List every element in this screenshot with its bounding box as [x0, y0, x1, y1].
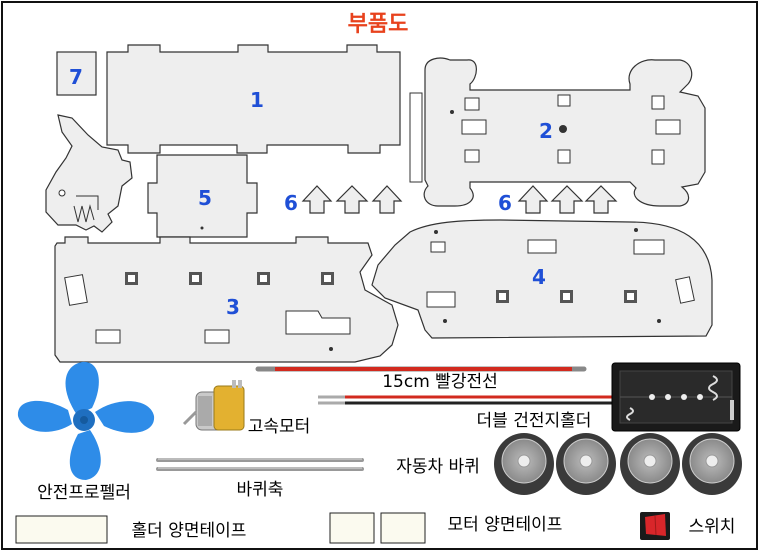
wheels-label: 자동차 바퀴: [396, 457, 480, 477]
switch-icon: [640, 512, 670, 540]
axle-label: 바퀴축: [237, 480, 284, 500]
part-number-1: 1: [250, 88, 264, 112]
motor-label: 고속모터: [248, 417, 311, 437]
part-number-7: 7: [69, 65, 83, 89]
part-4: 4: [371, 219, 713, 339]
part-number-3: 3: [226, 295, 240, 319]
part-1: 1: [106, 44, 401, 154]
motor-tape-label: 모터 양면테이프: [448, 515, 563, 535]
holder-wires: [318, 395, 612, 405]
part-number-4: 4: [532, 265, 546, 289]
switch-label: 스위치: [689, 517, 736, 537]
holder-label: 더블 건전지홀더: [477, 411, 592, 431]
axle-icon: [156, 458, 364, 471]
part-number-5: 5: [198, 186, 212, 210]
holder-tape: [15, 515, 108, 544]
red-wire: 15cm 빨강전선: [255, 366, 587, 392]
page-title: 부품도: [348, 12, 409, 37]
part-3: 3: [54, 236, 399, 363]
motor-tape: [329, 512, 426, 544]
motor-icon: [182, 380, 245, 431]
holder-tape-label: 홀더 양면테이프: [132, 521, 247, 541]
wire-label: 15cm 빨강전선: [382, 372, 498, 392]
part-6-left: 6: [284, 185, 403, 215]
wheel-icon: [494, 433, 742, 495]
part-number-6b: 6: [498, 191, 512, 215]
part-number-2: 2: [539, 119, 553, 143]
propeller-label: 안전프로펠러: [37, 483, 131, 503]
propeller-icon: [17, 361, 155, 480]
dragon-head-part: [45, 114, 133, 233]
part-7: 7: [56, 51, 97, 96]
part-6-right: 6: [498, 185, 618, 215]
part-number-6a: 6: [284, 191, 298, 215]
part-5: 5: [147, 154, 258, 238]
part-2: 2: [409, 57, 706, 207]
battery-holder-icon: [611, 362, 741, 432]
